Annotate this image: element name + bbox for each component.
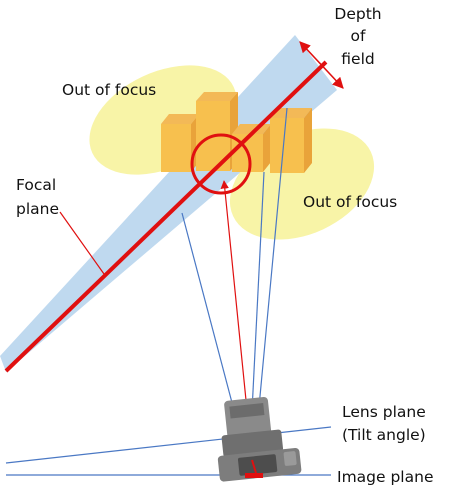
focal-label-2: plane	[16, 200, 59, 218]
depth-label-3: field	[341, 50, 374, 68]
depth-label-2: of	[351, 27, 366, 45]
lens-plane-label: Lens plane	[342, 403, 426, 421]
focal-plane-line	[4, 60, 328, 373]
image-sensor	[245, 473, 263, 478]
focal-plane-pointer	[59, 211, 105, 275]
out-of-focus-label-right: Out of focus	[303, 193, 397, 211]
depth-of-field-band	[0, 35, 337, 372]
sensor-red-mark	[251, 459, 257, 474]
focus-circle	[190, 133, 252, 195]
image-plane-label: Image plane	[337, 468, 433, 486]
out-of-focus-label-left: Out of focus	[62, 81, 156, 99]
depth-of-field-arrow	[299, 41, 344, 89]
tilted-camera-icon	[217, 396, 302, 482]
focal-label-1: Focal	[16, 176, 56, 194]
depth-label-1: Depth	[334, 5, 381, 23]
tilt-angle-label: (Tilt angle)	[342, 426, 426, 444]
